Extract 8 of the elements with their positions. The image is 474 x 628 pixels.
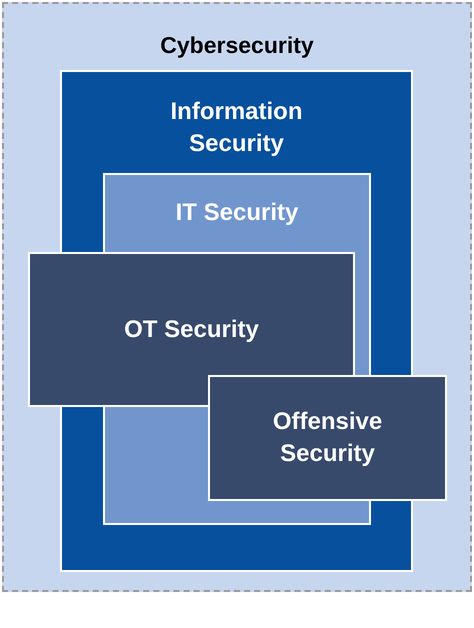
box-label: IT Security <box>174 198 300 228</box>
overlay-box <box>208 375 447 501</box>
box-label: Information Security <box>170 97 304 159</box>
box-label: Cybersecurity <box>159 31 315 60</box>
box-label: Offensive Security <box>272 407 384 469</box>
overlay-box <box>28 252 355 407</box>
outer-panel <box>2 2 472 592</box>
box-label: OT Security <box>124 314 259 344</box>
